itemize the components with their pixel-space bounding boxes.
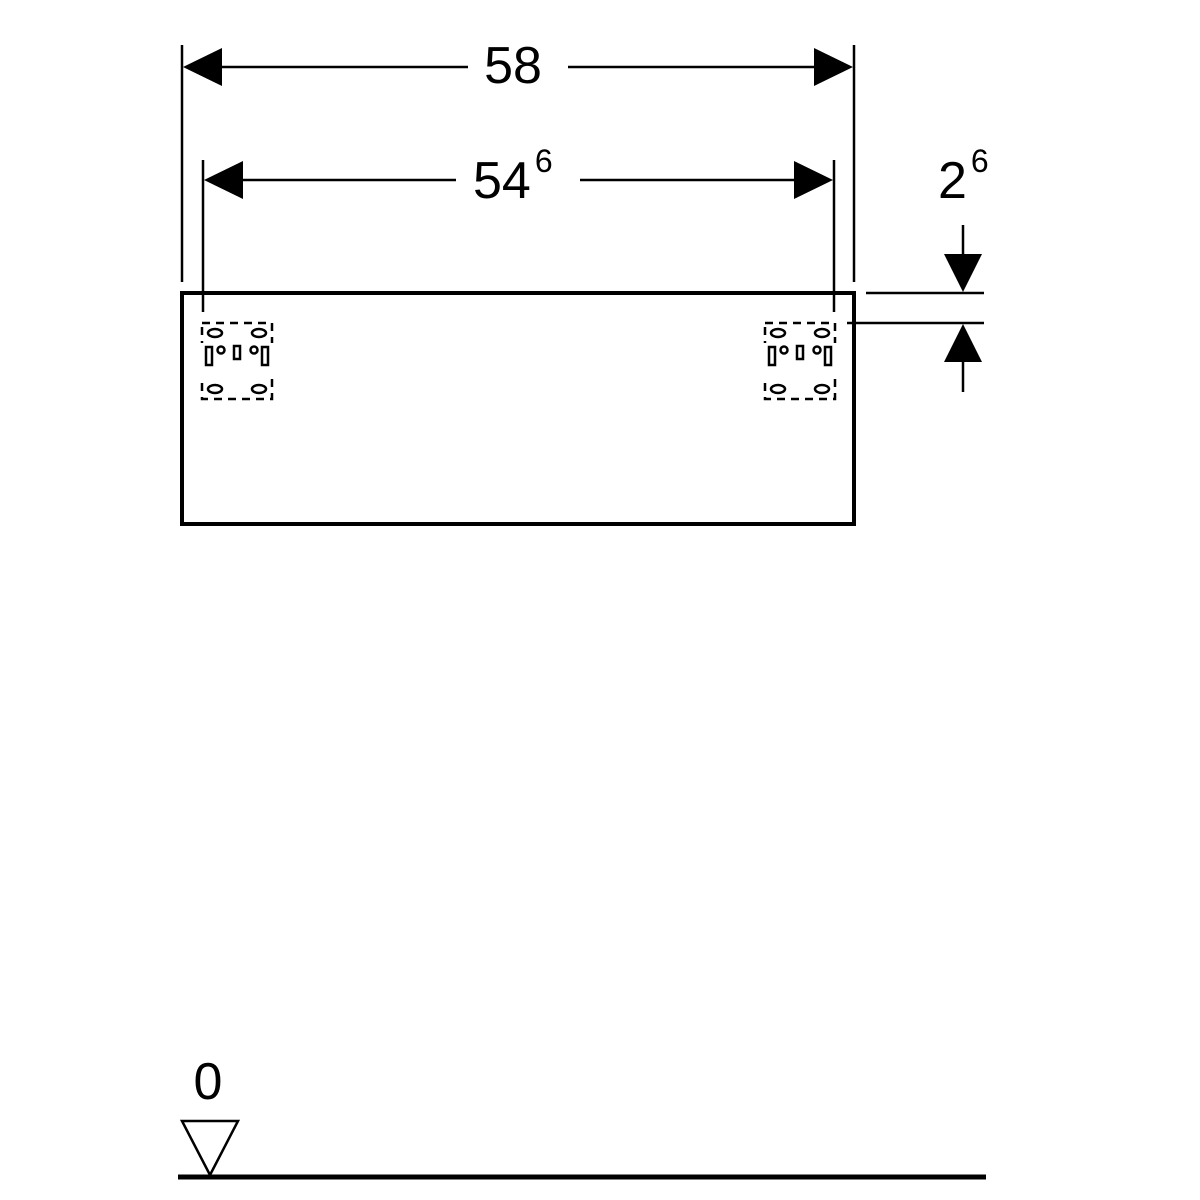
overall-width-label: 58: [484, 37, 542, 95]
arrowhead-icon: [183, 48, 222, 86]
level-triangle-icon: [179, 1119, 241, 1178]
floor-level-label: 0: [194, 1053, 223, 1111]
cabinet-front-outline: [180, 291, 856, 526]
arrowhead-icon: [794, 161, 833, 199]
floor-level-marker: 0: [178, 1053, 986, 1180]
arrowhead-icon: [944, 254, 982, 292]
mounting-bracket-right: [763, 321, 837, 401]
arrowhead-icon: [944, 324, 982, 362]
mounting-bracket-left: [200, 321, 274, 401]
arrowhead-icon: [204, 161, 243, 199]
dimension-overall-width: 58: [180, 37, 856, 282]
arrowhead-icon: [814, 48, 853, 86]
